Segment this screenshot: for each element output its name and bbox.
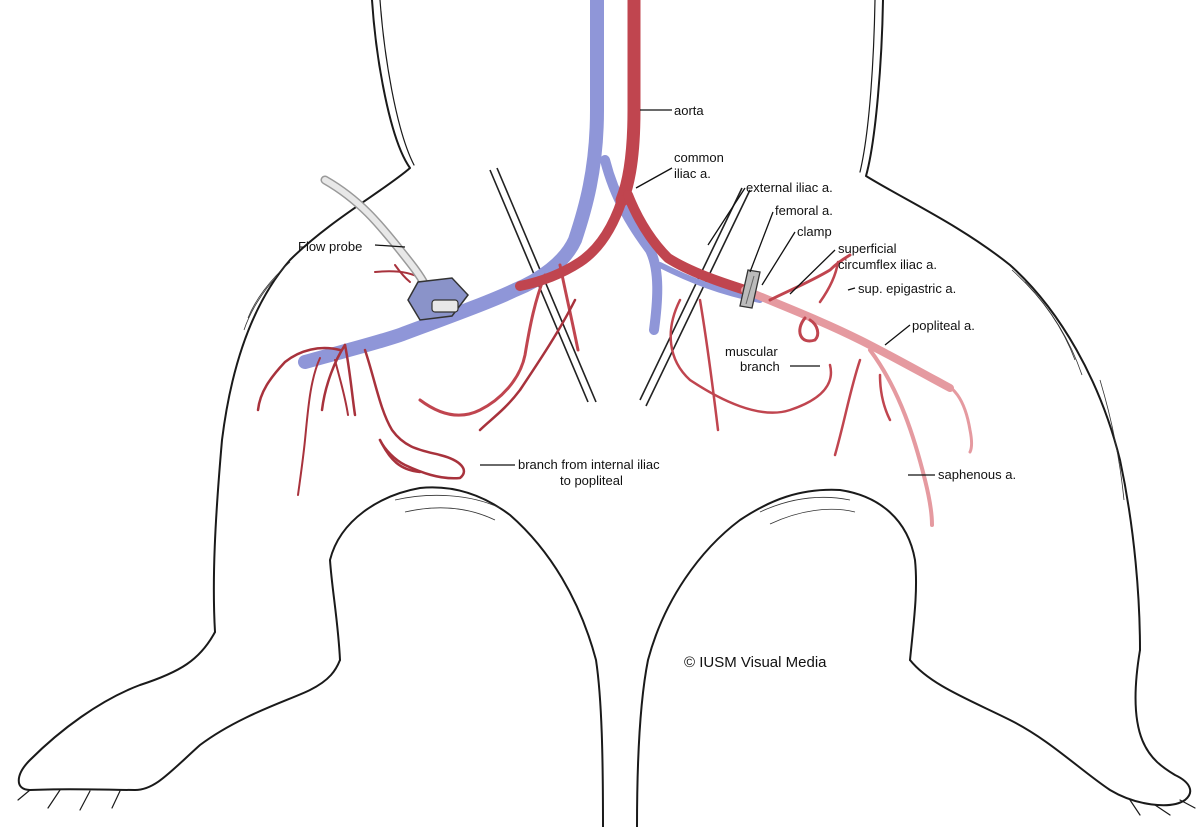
body-outline — [17, 0, 1196, 828]
label-superficial-line1: superficial — [838, 241, 897, 256]
label-muscular-line1: muscular — [725, 344, 778, 359]
label-branch-line2: to popliteal — [560, 473, 623, 488]
label-common-iliac-line1: common — [674, 150, 724, 165]
label-superficial-line2: circumflex iliac a. — [838, 257, 937, 272]
label-femoral: femoral a. — [775, 203, 833, 218]
label-clamp: clamp — [797, 224, 832, 239]
label-popliteal: popliteal a. — [912, 318, 975, 333]
label-flow-probe: Flow probe — [298, 239, 362, 254]
copyright-text: © IUSM Visual Media — [684, 654, 827, 671]
fur-texture — [243, 261, 1125, 525]
label-common-iliac-line2: iliac a. — [674, 166, 711, 181]
arteries — [256, 0, 973, 527]
label-sup-epigastric: sup. epigastric a. — [858, 281, 956, 296]
clamp — [739, 269, 761, 309]
label-external-iliac: external iliac a. — [746, 180, 833, 195]
label-muscular-line2: branch — [740, 359, 780, 374]
label-branch-line1: branch from internal iliac — [518, 457, 660, 472]
leader-lines — [374, 109, 935, 476]
veins — [298, 0, 763, 369]
labels: aorta common iliac a. external iliac a. … — [298, 103, 1016, 671]
label-saphenous: saphenous a. — [938, 467, 1016, 482]
label-aorta: aorta — [674, 103, 704, 118]
